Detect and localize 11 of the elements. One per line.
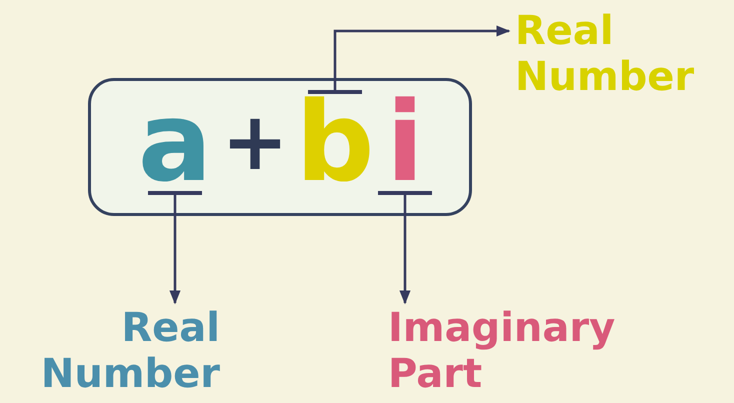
rounded-box (88, 78, 472, 216)
leader-arrow (308, 25, 510, 94)
variable-letter: b (295, 92, 375, 192)
term-label: Real Number (5, 305, 220, 397)
leader-arrow (148, 191, 202, 304)
plus-sign: + (220, 94, 290, 190)
leader-arrow (378, 191, 432, 304)
variable-letter: i (375, 92, 435, 192)
variable-letter: a (135, 92, 215, 192)
term-label: Imaginary Part (388, 305, 658, 397)
term-label: Real Number (515, 8, 730, 100)
